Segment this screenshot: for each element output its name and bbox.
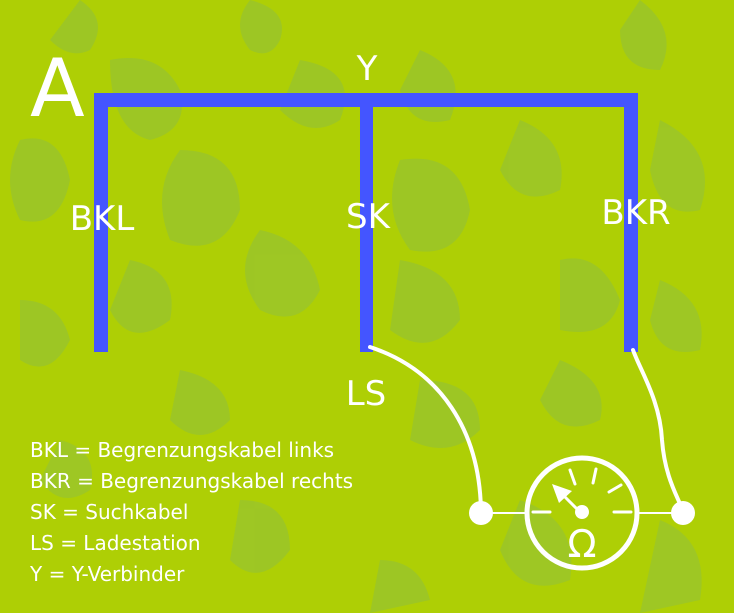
label-bkr: BKR [601,193,670,233]
ohm-symbol: Ω [567,522,596,566]
cables [94,93,638,352]
label-sk: SK [346,197,392,237]
legend-item: BKL = Begrenzungskabel links [30,438,334,462]
probe-left [469,501,493,525]
ohmmeter-icon [524,455,640,571]
probe-right [671,501,695,525]
panel-letter: A [30,42,85,135]
cable-bkl [94,93,108,352]
background-pattern [10,0,705,613]
label-y: Y [356,49,378,89]
cable-sk [360,93,373,352]
legend: BKL = Begrenzungskabel links BKR = Begre… [29,438,353,586]
cable-bkr [624,93,638,352]
legend-item: BKR = Begrenzungskabel rechts [30,469,353,493]
legend-item: SK = Suchkabel [30,500,188,524]
label-ls: LS [346,374,387,414]
legend-item: LS = Ladestation [30,531,201,555]
legend-item: Y = Y-Verbinder [29,562,185,586]
label-bkl: BKL [70,199,135,239]
